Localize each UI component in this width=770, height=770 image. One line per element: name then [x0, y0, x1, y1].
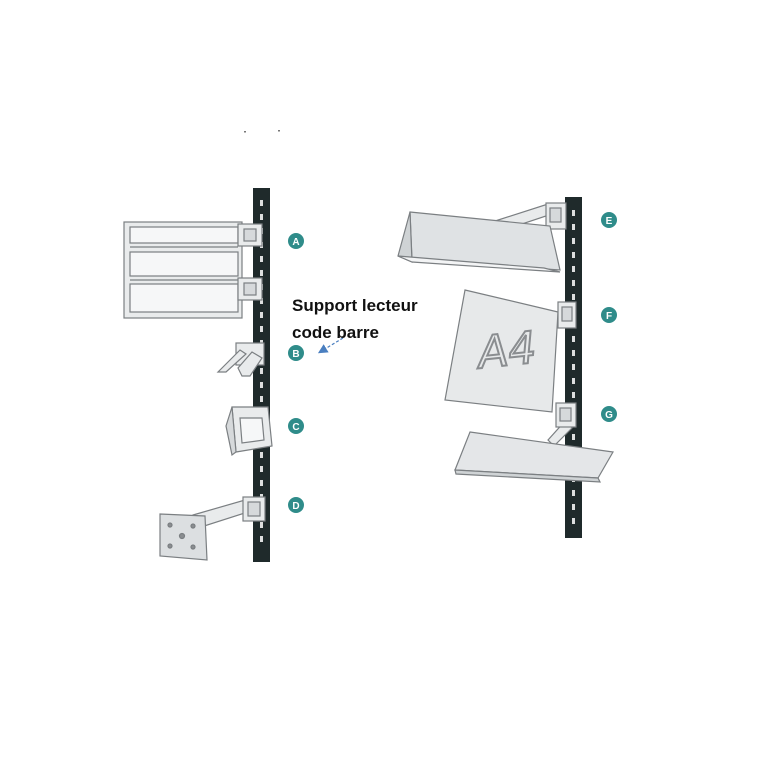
- badge-c-label: C: [292, 422, 299, 433]
- badge-d: D: [288, 497, 304, 513]
- badge-e-label: E: [606, 216, 613, 227]
- accessory-g-keyboard-shelf: [454, 402, 614, 483]
- badge-f: F: [601, 307, 617, 323]
- badge-g-label: G: [605, 410, 613, 421]
- badge-b-label: B: [292, 349, 299, 360]
- accessory-f-a4-holder: [444, 289, 577, 413]
- note-arrow: [317, 337, 344, 354]
- accessory-a-label-holder: [123, 221, 263, 319]
- badge-b: B: [288, 345, 304, 361]
- accessory-d-monitor-arm: [159, 496, 266, 561]
- badge-c: C: [288, 418, 304, 434]
- badge-f-label: F: [606, 311, 612, 322]
- accessory-b-barcode-support: [216, 342, 265, 377]
- a4-mark: A4: [473, 322, 539, 379]
- badge-a-label: A: [292, 237, 299, 248]
- note-line-1: Support lecteur: [292, 296, 418, 315]
- badge-e: E: [601, 212, 617, 228]
- right-upright-post: [565, 197, 582, 538]
- stray-marks: [244, 130, 280, 133]
- badge-d-label: D: [292, 501, 299, 512]
- note-line-2: code barre: [292, 323, 379, 342]
- accessory-e-tray: [397, 202, 567, 273]
- accessory-c-box-holder: [225, 406, 273, 457]
- badge-g: G: [601, 406, 617, 422]
- badge-a: A: [288, 233, 304, 249]
- barcode-support-note: Support lecteur code barre: [292, 292, 462, 346]
